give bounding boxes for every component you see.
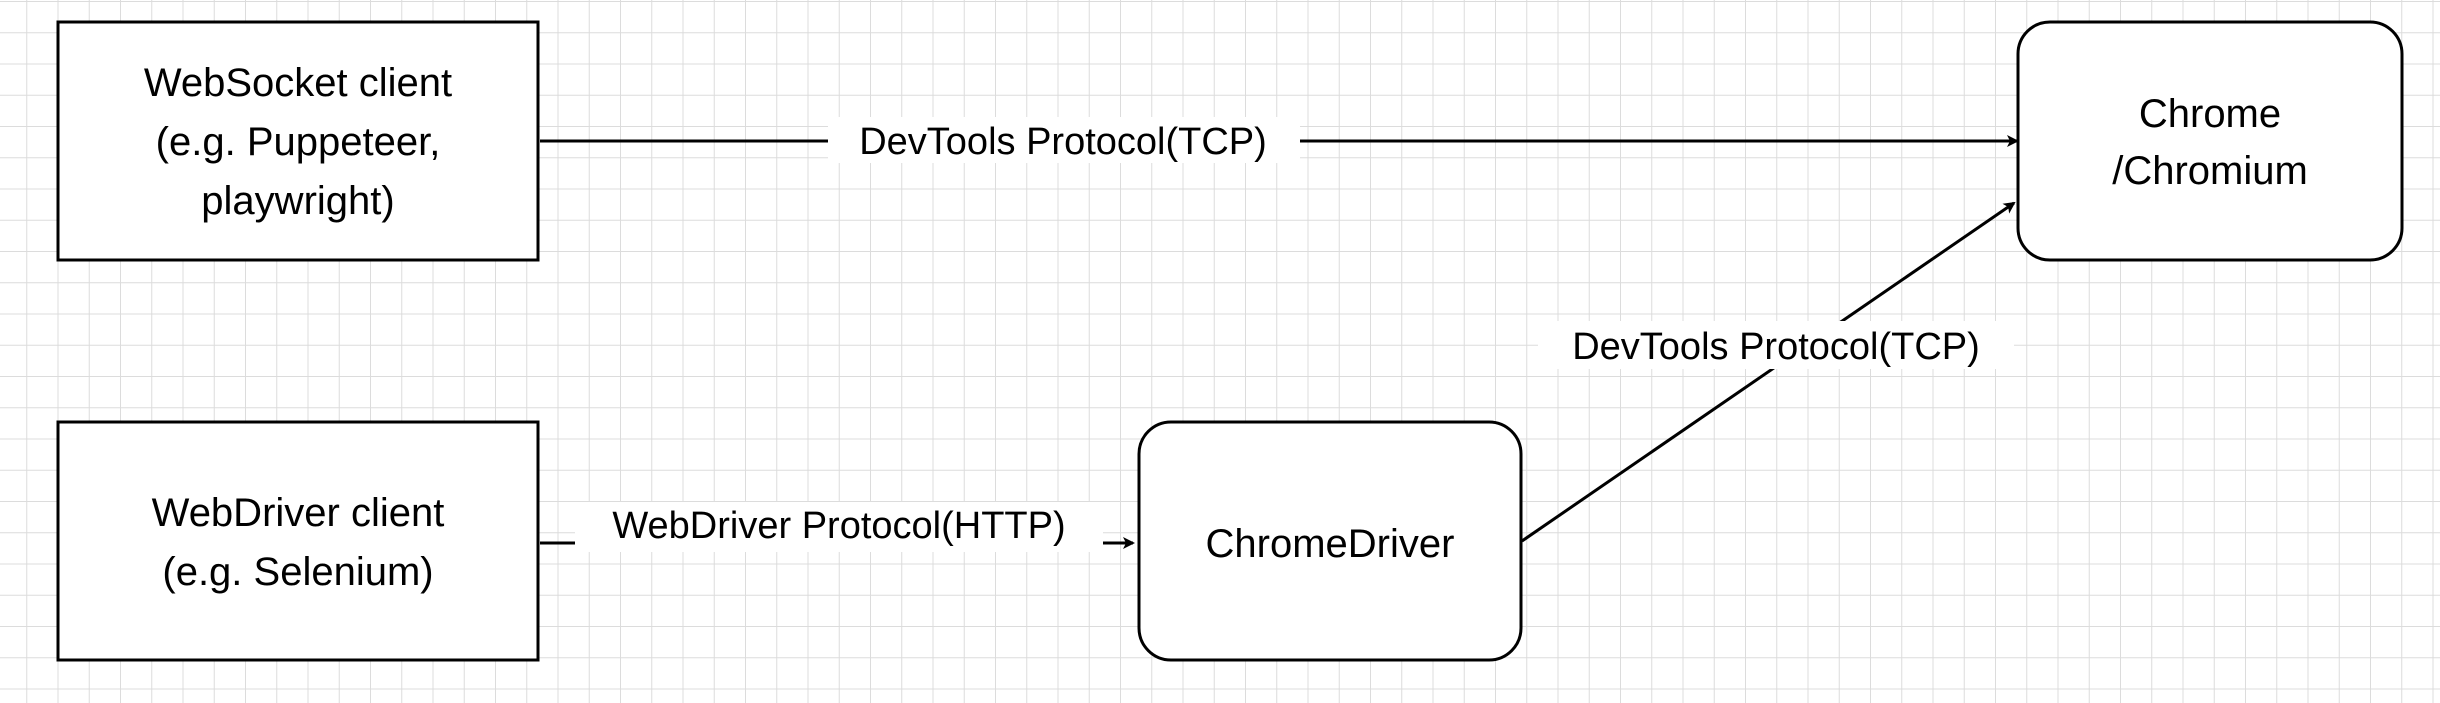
node-webdriver-client[interactable]: WebDriver client (e.g. Selenium) <box>56 420 540 662</box>
edge-label-background <box>828 117 1300 163</box>
node-box[interactable] <box>1137 420 1523 662</box>
node-box[interactable] <box>2016 20 2404 262</box>
edge-label-background <box>1538 321 2014 369</box>
node-label-line: playwright) <box>201 179 394 223</box>
edge-line[interactable] <box>1521 201 2016 543</box>
node-label-line: WebSocket client <box>144 61 452 105</box>
node-label-line: Chrome <box>2139 92 2281 136</box>
node-chromedriver[interactable]: ChromeDriver <box>1137 420 1523 662</box>
edge-label-devtools-protocol-top: DevTools Protocol(TCP) <box>859 121 1267 163</box>
node-label-line: (e.g. Selenium) <box>162 550 433 594</box>
edge-label-webdriver-protocol: WebDriver Protocol(HTTP) <box>612 505 1065 547</box>
node-box[interactable] <box>56 420 540 662</box>
edge-chromedriver-to-chrome[interactable]: DevTools Protocol(TCP) <box>1521 201 2016 543</box>
node-label-line: WebDriver client <box>152 491 445 535</box>
node-box[interactable] <box>56 20 540 262</box>
node-label-line: (e.g. Puppeteer, <box>156 120 441 164</box>
node-chrome[interactable]: Chrome /Chromium <box>2016 20 2404 262</box>
edge-label-background <box>575 502 1103 552</box>
node-label: ChromeDriver <box>1206 522 1455 566</box>
edge-label-devtools-protocol-diagonal: DevTools Protocol(TCP) <box>1572 326 1980 368</box>
edge-webdriver-to-chromedriver[interactable]: WebDriver Protocol(HTTP) <box>540 502 1135 552</box>
edge-websocket-to-chrome[interactable]: DevTools Protocol(TCP) <box>540 117 2019 163</box>
node-websocket-client[interactable]: WebSocket client (e.g. Puppeteer, playwr… <box>56 20 540 262</box>
node-label-line: /Chromium <box>2112 149 2308 193</box>
